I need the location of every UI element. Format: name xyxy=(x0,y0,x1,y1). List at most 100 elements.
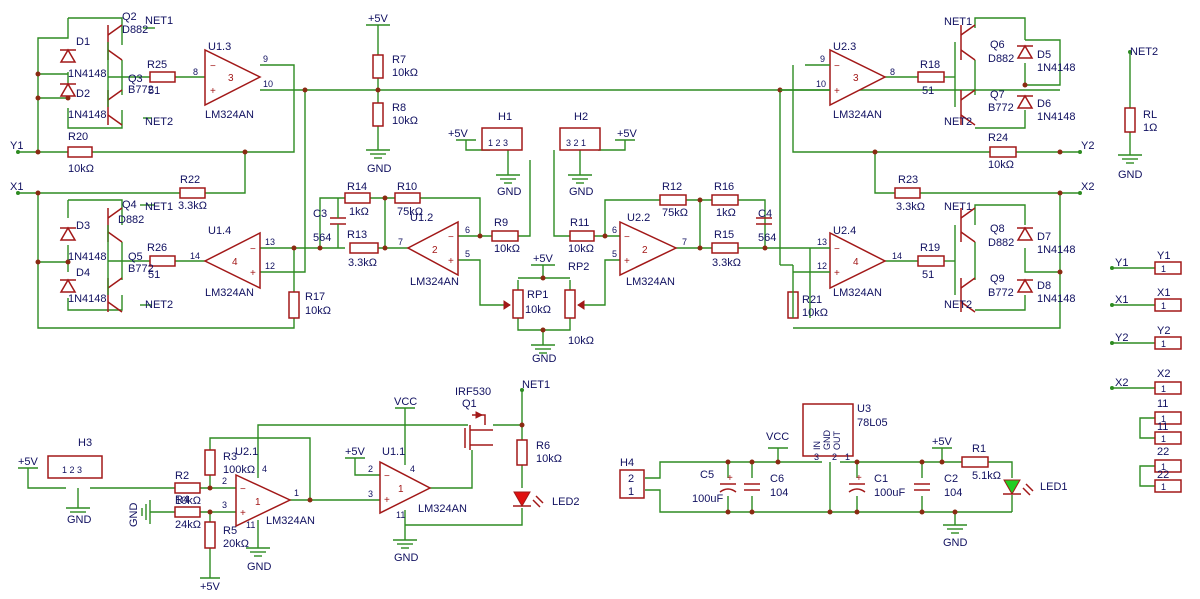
c3-label: C3 xyxy=(313,208,327,220)
r13-value: 3.3kΩ xyxy=(348,257,377,269)
u24-pin12: 12 xyxy=(817,261,827,271)
c5-label: C5 xyxy=(700,469,714,481)
r3-value: 100kΩ xyxy=(223,464,255,476)
u24-unit: 4 xyxy=(853,257,859,268)
q8-value: D882 xyxy=(988,237,1014,249)
r23-label: R23 xyxy=(898,174,918,186)
p5v-f: +5V xyxy=(200,581,221,593)
r6-label: R6 xyxy=(536,440,550,452)
conn-x1-net: X1 xyxy=(1115,294,1128,306)
conn-y1-title: Y1 xyxy=(1157,250,1170,262)
conn-y2-title: Y2 xyxy=(1157,325,1170,337)
connectors xyxy=(47,127,1182,499)
u24-pin13: 13 xyxy=(817,237,827,247)
r17-value: 10kΩ xyxy=(305,305,331,317)
r2-label: R2 xyxy=(175,470,189,482)
svg-text:−: − xyxy=(624,232,630,243)
svg-text:+: + xyxy=(834,268,840,279)
svg-text:−: − xyxy=(834,244,840,255)
rp2-value: 10kΩ xyxy=(568,335,594,347)
u14-label: U1.4 xyxy=(208,225,231,237)
r8-value: 10kΩ xyxy=(392,115,418,127)
jumper-11-pin-b: 1 xyxy=(1161,434,1166,444)
u11-label: U1.1 xyxy=(382,446,405,458)
r20-value: 10kΩ xyxy=(68,163,94,175)
conn-1-pin-y2: 1 xyxy=(1161,339,1166,349)
net1-label-c: NET1 xyxy=(944,16,972,28)
p5v-g: +5V xyxy=(345,446,366,458)
vcc-label-2: VCC xyxy=(766,431,789,443)
c2-label: C2 xyxy=(944,473,958,485)
u13-unit: 3 xyxy=(228,73,234,84)
h3-label: H3 xyxy=(78,437,92,449)
jumper-11-title: 11 xyxy=(1157,398,1168,410)
h2-pins: 3 2 1 xyxy=(566,138,586,148)
u12-pin7: 7 xyxy=(398,237,403,247)
u24-pin14: 14 xyxy=(892,251,902,261)
r19-label: R19 xyxy=(920,242,940,254)
svg-text:+: + xyxy=(448,256,454,267)
net2-label-b: NET2 xyxy=(145,299,173,311)
vcc-label-1: VCC xyxy=(394,396,417,408)
q6-label: Q6 xyxy=(990,39,1005,51)
h4-pin1: 1 xyxy=(628,486,634,498)
r18-label: R18 xyxy=(920,59,940,71)
net1-label-e: NET1 xyxy=(522,379,550,391)
jumper-11-pin-a: 1 xyxy=(1161,414,1166,424)
r17-label: R17 xyxy=(305,291,325,303)
r5-label: R5 xyxy=(223,525,237,537)
gnd-label-4: GND xyxy=(532,353,557,365)
net1-label-a: NET1 xyxy=(145,15,173,27)
r15-value: 3.3kΩ xyxy=(712,257,741,269)
y2-node: Y2 xyxy=(1081,140,1094,152)
gnd-label-6: GND xyxy=(67,514,92,526)
r9-label: R9 xyxy=(494,217,508,229)
r12-label: R12 xyxy=(662,181,682,193)
c5-value: 100uF xyxy=(692,493,723,505)
q5-label: Q5 xyxy=(128,251,143,263)
p5v-e: +5V xyxy=(18,456,39,468)
r13-label: R13 xyxy=(347,229,367,241)
r24-label: R24 xyxy=(988,132,1008,144)
u21-unit: 1 xyxy=(255,497,261,508)
svg-text:+: + xyxy=(250,268,256,279)
d8-label: D8 xyxy=(1037,280,1051,292)
u3-pin2: 2 xyxy=(832,452,837,462)
d3-value: 1N4148 xyxy=(68,251,107,263)
rp2-label: RP2 xyxy=(568,261,589,273)
u14-pin12: 12 xyxy=(265,261,275,271)
u14-unit: 4 xyxy=(232,257,238,268)
conn-1-pin-x1: 1 xyxy=(1161,301,1166,311)
c1-value: 100uF xyxy=(874,487,905,499)
gnd-label-5: GND xyxy=(1118,169,1143,181)
gnd-label-10: GND xyxy=(943,537,968,549)
y1-node: Y1 xyxy=(10,140,23,152)
u21-pin1: 1 xyxy=(294,488,299,498)
q1-label: Q1 xyxy=(462,398,477,410)
u22-label: U2.2 xyxy=(627,212,650,224)
capacitors: ++ xyxy=(330,198,930,493)
u21-pin4: 4 xyxy=(262,464,267,474)
u21-pin2: 2 xyxy=(222,476,227,486)
d4-label: D4 xyxy=(76,267,90,279)
p5v-a: +5V xyxy=(368,13,389,25)
ground-symbols xyxy=(16,24,1142,579)
q5-value: B772 xyxy=(128,263,154,275)
r10-value: 75kΩ xyxy=(397,206,423,218)
conn-y2-net: Y2 xyxy=(1115,332,1128,344)
r5-value: 20kΩ xyxy=(223,538,249,550)
svg-text:+: + xyxy=(727,473,733,484)
d1-label: D1 xyxy=(76,36,90,48)
r15-label: R15 xyxy=(714,229,734,241)
svg-text:−: − xyxy=(210,61,216,72)
net1-label-b: NET1 xyxy=(145,201,173,213)
net2-label-d: NET2 xyxy=(944,299,972,311)
d2-value: 1N4148 xyxy=(68,109,107,121)
h1-label: H1 xyxy=(498,111,512,123)
u22-pin7: 7 xyxy=(682,237,687,247)
h1-pins: 1 2 3 xyxy=(488,138,508,148)
u21-part: LM324AN xyxy=(266,515,315,527)
c6-value: 104 xyxy=(770,487,788,499)
u13-part: LM324AN xyxy=(205,109,254,121)
